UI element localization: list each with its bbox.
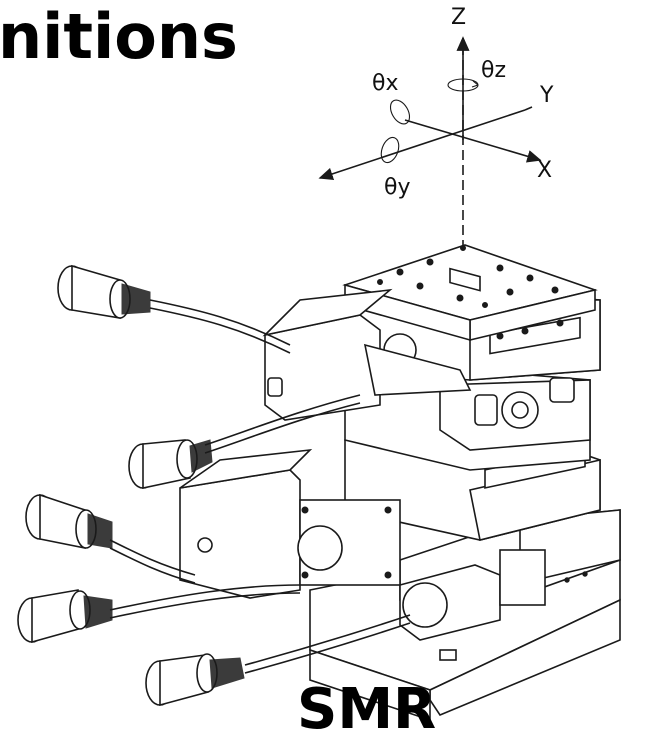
connectors	[17, 264, 245, 707]
connector-3	[25, 493, 113, 549]
motor-lower-top	[179, 448, 313, 489]
slide-title-fragment: nitions	[0, 0, 238, 73]
z-axis-label: Z	[451, 5, 466, 30]
top-table-slot	[449, 267, 481, 292]
y-axis-tail	[524, 106, 533, 111]
stage-body	[179, 244, 621, 722]
motor-front-knob	[402, 582, 448, 628]
theta-x-arc	[389, 99, 411, 125]
motor-lower-knob	[297, 525, 343, 571]
model-name: SMR	[297, 677, 437, 742]
theta-x-label: θx	[372, 71, 398, 96]
mounting-holes	[377, 245, 559, 308]
cable-5	[244, 614, 411, 666]
theta-z-label: θz	[481, 58, 506, 83]
cable-3	[109, 539, 196, 576]
motor-upper-top	[262, 288, 393, 337]
motor-front-housing	[499, 549, 546, 606]
base-plate-front	[309, 648, 431, 722]
cable-2	[204, 394, 361, 446]
motor-upper-coupler	[363, 343, 472, 396]
x-axis-label: X	[537, 158, 552, 183]
coordinate-axes	[318, 36, 542, 250]
theta-y-label: θy	[384, 175, 410, 200]
cables	[109, 299, 411, 674]
base-foot	[439, 649, 457, 661]
y-axis-line	[318, 109, 526, 181]
connector-2	[128, 439, 213, 489]
x-axis-line	[404, 119, 542, 163]
theta-z-arrowhead	[471, 80, 479, 88]
cable-4	[109, 584, 301, 611]
connector-5	[145, 653, 245, 707]
theta-y-arc	[380, 136, 400, 164]
motor-lower	[179, 469, 301, 599]
connector-1	[57, 264, 151, 319]
cable-1	[149, 299, 291, 346]
connector-4	[17, 589, 113, 644]
y-axis-label: Y	[539, 83, 554, 108]
